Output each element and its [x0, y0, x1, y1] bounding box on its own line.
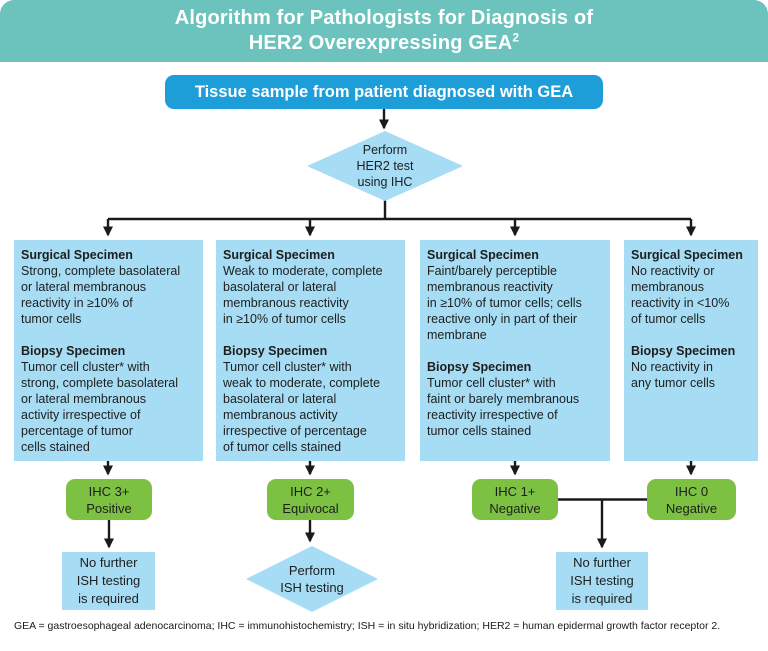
decision-perform-ish-testing: Perform ISH testing	[246, 546, 378, 612]
title-line2: HER2 Overexpressing GEA	[248, 32, 513, 54]
biopsy-specimen-heading: Biopsy Specimen	[427, 360, 532, 374]
biopsy-specimen-text: No reactivity in any tumor cells	[631, 360, 716, 390]
surgical-specimen-heading: Surgical Specimen	[21, 248, 133, 262]
surgical-specimen-heading: Surgical Specimen	[631, 248, 743, 262]
outcome-no-ish-required-right: No further ISH testing is required	[556, 552, 648, 610]
surgical-specimen-text: Weak to moderate, complete basolateral o…	[223, 264, 383, 326]
biopsy-specimen-text: Tumor cell cluster* with weak to moderat…	[223, 360, 381, 454]
biopsy-specimen-heading: Biopsy Specimen	[21, 344, 126, 358]
page-title: Algorithm for Pathologists for Diagnosis…	[175, 6, 594, 56]
surgical-specimen-text: Faint/barely perceptible membranous reac…	[427, 264, 582, 342]
result-badge-ihc3-positive: IHC 3+ Positive	[66, 479, 152, 520]
criteria-box-ihc1: Surgical Specimen Faint/barely perceptib…	[420, 240, 610, 461]
criteria-box-ihc0: Surgical Specimen No reactivity or membr…	[624, 240, 758, 461]
decision-perform-ihc-test: Perform HER2 test using IHC	[307, 131, 463, 201]
surgical-specimen-heading: Surgical Specimen	[427, 248, 539, 262]
criteria-box-ihc2: Surgical Specimen Weak to moderate, comp…	[216, 240, 405, 461]
biopsy-specimen-text: Tumor cell cluster* with strong, complet…	[21, 360, 179, 454]
abbreviations-footnote: GEA = gastroesophageal adenocarcinoma; I…	[14, 620, 721, 632]
result-badge-ihc2-equivocal: IHC 2+ Equivocal	[267, 479, 354, 520]
biopsy-specimen-heading: Biopsy Specimen	[631, 344, 736, 358]
outcome-no-ish-required-left: No further ISH testing is required	[62, 552, 155, 610]
surgical-specimen-text: Strong, complete basolateral or lateral …	[21, 264, 181, 326]
title-banner: Algorithm for Pathologists for Diagnosis…	[0, 0, 768, 62]
biopsy-specimen-text: Tumor cell cluster* with faint or barely…	[427, 376, 580, 438]
result-badge-ihc1-negative: IHC 1+ Negative	[472, 479, 558, 520]
criteria-box-ihc3: Surgical Specimen Strong, complete basol…	[14, 240, 203, 461]
result-badge-ihc0-negative: IHC 0 Negative	[647, 479, 736, 520]
title-reference-superscript: 2	[512, 30, 520, 45]
start-node-tissue-sample: Tissue sample from patient diagnosed wit…	[165, 75, 603, 109]
surgical-specimen-text: No reactivity or membranous reactivity i…	[631, 264, 730, 326]
surgical-specimen-heading: Surgical Specimen	[223, 248, 335, 262]
biopsy-specimen-heading: Biopsy Specimen	[223, 344, 328, 358]
title-line1: Algorithm for Pathologists for Diagnosis…	[174, 7, 594, 29]
